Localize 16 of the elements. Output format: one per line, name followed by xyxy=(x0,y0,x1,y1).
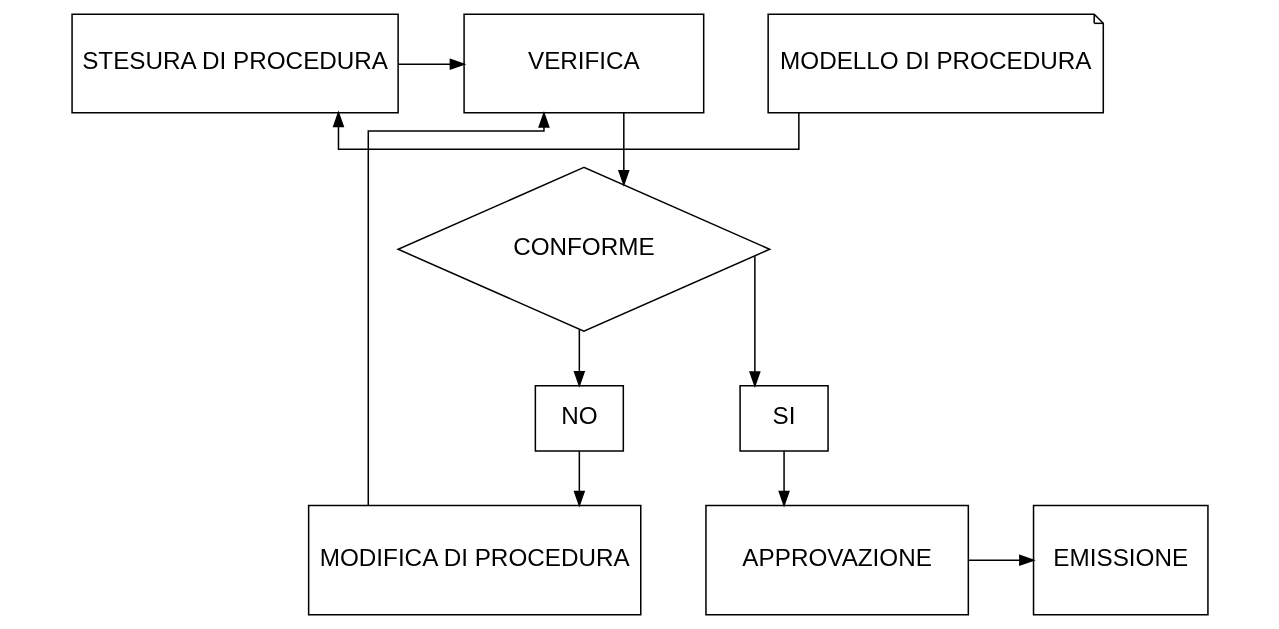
node-box: MODIFICA DI PROCEDURA xyxy=(307,504,641,616)
node-box: SI xyxy=(738,385,829,452)
arrow xyxy=(573,328,585,388)
arrow xyxy=(573,450,585,508)
node-box: VERIFICA xyxy=(462,13,704,114)
arrow xyxy=(967,554,1036,567)
node-box: EMISSIONE xyxy=(1032,504,1209,616)
arrow xyxy=(397,58,466,71)
arrow xyxy=(748,255,761,389)
arrow xyxy=(617,112,630,187)
node-box: APPROVAZIONE xyxy=(704,504,969,616)
node-box: STESURA DI PROCEDURA xyxy=(70,13,399,114)
arrow xyxy=(777,450,790,508)
node-box: NO xyxy=(534,385,624,452)
arrow xyxy=(332,110,800,150)
arrow xyxy=(367,110,550,507)
